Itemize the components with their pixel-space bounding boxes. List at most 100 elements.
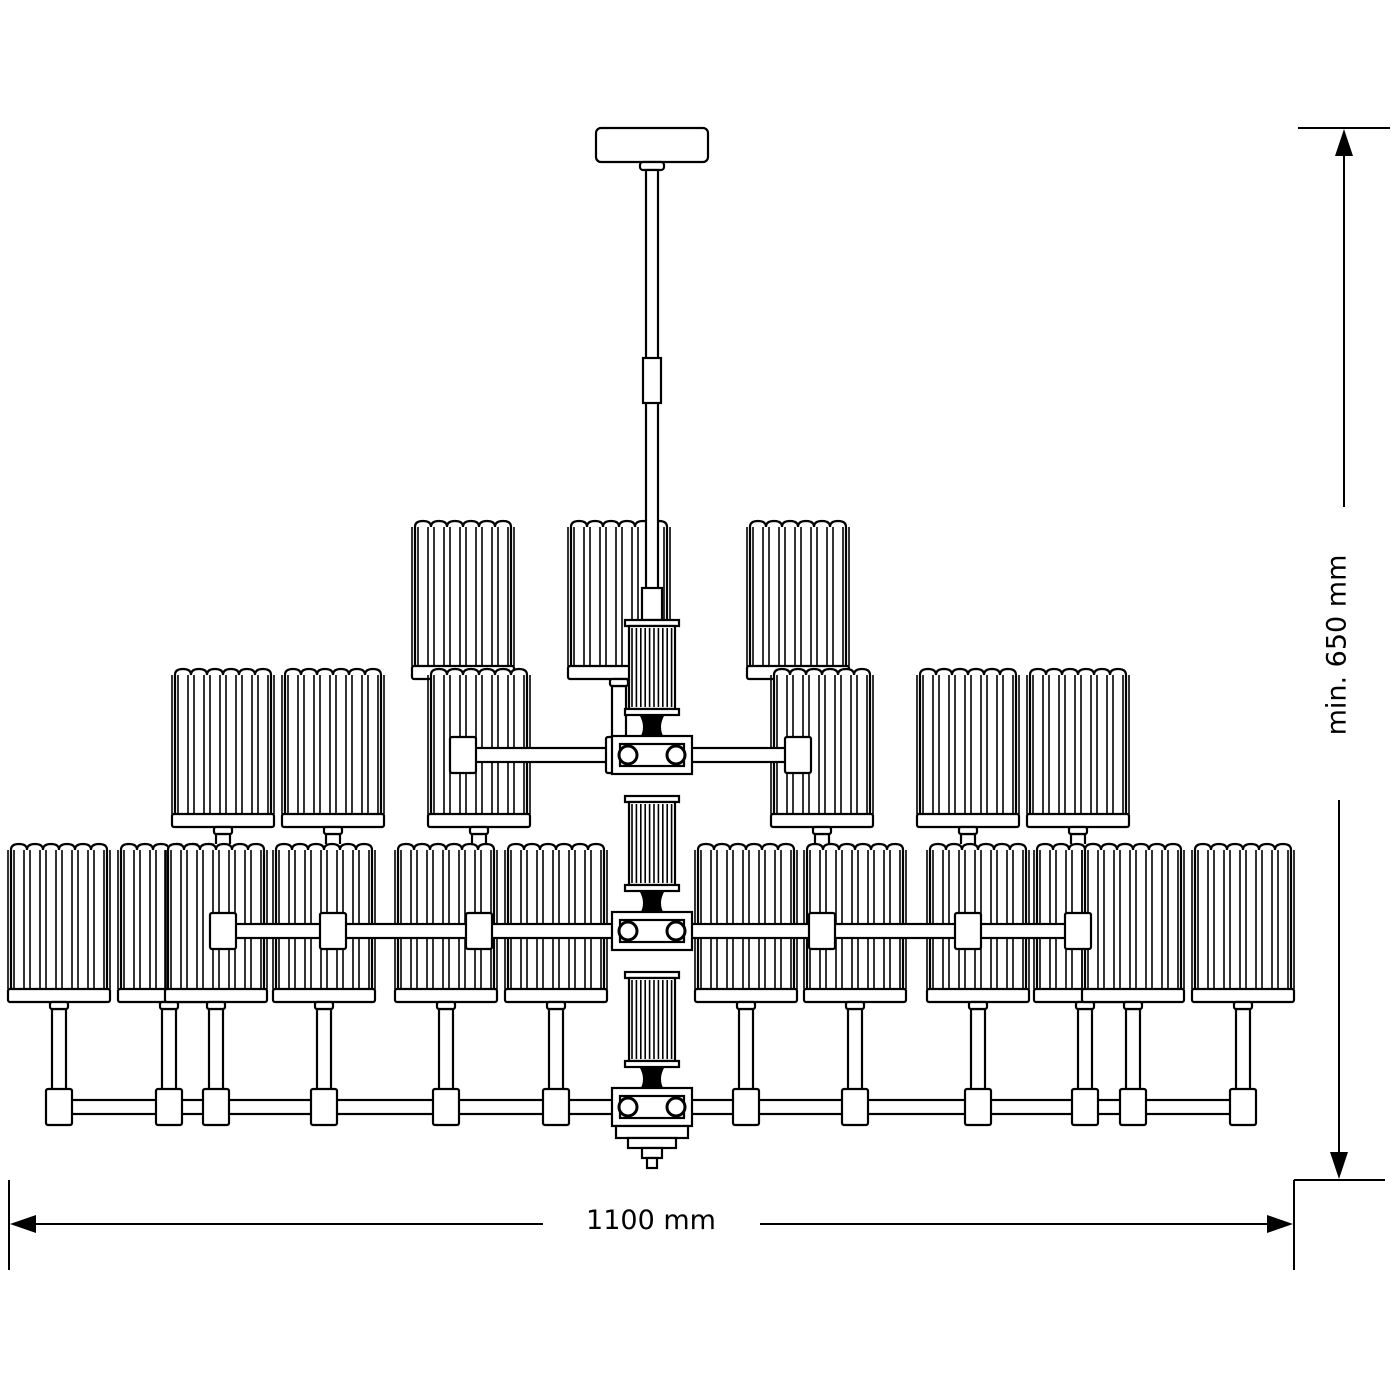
shade-base [925,987,1031,1004]
shade-base [503,987,609,1004]
arm-joint [783,735,813,775]
candle-cup [322,825,344,836]
shade-base [1190,987,1296,1004]
shade-base [693,987,799,1004]
arm-joint [208,911,238,951]
arm-socket [665,920,687,942]
candle-cup [844,1000,866,1011]
column-section [623,970,681,1092]
arm-joint [44,1087,74,1127]
lamp-shade [745,519,851,688]
arm-joint [1228,1087,1258,1127]
candle-cup [811,825,833,836]
ceiling-canopy [594,126,710,164]
candle-cup [967,1000,989,1011]
candle-stem [315,1007,333,1097]
arm-socket [665,1096,687,1118]
candle-cup [205,1000,227,1011]
arm-joint [807,911,837,951]
arm-socket [617,744,639,766]
column-section [623,794,681,916]
candle-cup [313,1000,335,1011]
arm-joint [464,911,494,951]
shade-base [280,812,386,829]
lamp-shade [426,667,532,836]
shade-base [393,987,499,1004]
candle-stem [437,1007,455,1097]
arrowhead-left-icon [10,1215,36,1233]
shade-base [271,987,377,1004]
shade-base [170,812,276,829]
lamp-shade [1190,842,1296,1011]
lamp-shade [410,519,516,688]
candle-stem [1076,1007,1094,1097]
arm-joint [731,1087,761,1127]
candle-cup [735,1000,757,1011]
candle-stem [547,1007,565,1097]
chandelier-frame [44,126,1258,1170]
finial-neck [640,1146,664,1160]
candle-cup [545,1000,567,1011]
candle-stem [207,1007,225,1097]
candle-cup [48,1000,70,1011]
arm-joint [318,911,348,951]
lamp-shade [163,842,269,1011]
candle-cup [957,825,979,836]
candle-cup [435,1000,457,1011]
candle-cup [1067,825,1089,836]
candle-cup [468,825,490,836]
arrowhead-right-icon [1267,1215,1293,1233]
lamp-shade [503,842,609,1011]
top-hub [610,734,694,776]
arm-joint [541,1087,571,1127]
width-dimension-label: 1100 mm [543,1205,759,1236]
column-section [623,618,681,740]
shade-base [802,987,908,1004]
candle-stem [969,1007,987,1097]
lamp-shade [1025,667,1131,836]
lamp-shades [6,519,1296,1097]
shade-base [426,812,532,829]
arm-joint [963,1087,993,1127]
candle-cup [1122,1000,1144,1011]
lamp-shade [1080,842,1186,1011]
bottom-hub [610,1086,694,1128]
arm-joint [201,1087,231,1127]
arrowhead-down-icon [1330,1152,1348,1179]
lamp-shade [693,842,799,1011]
height-dimension-label: min. 650 mm [1321,548,1353,742]
shade-base [1080,987,1186,1004]
candle-cup [1232,1000,1254,1011]
arm-socket [617,920,639,942]
candle-stem [1234,1007,1252,1097]
rod-coupling [641,356,663,405]
dimension-lines [8,127,1390,1270]
candle-stem [160,1007,178,1097]
rod-end [640,586,664,622]
candle-stem [846,1007,864,1097]
candle-stem [1124,1007,1142,1097]
shade-base [915,812,1021,829]
shade-base [6,987,112,1004]
lamp-shade [280,667,386,836]
arm-joint [448,735,478,775]
candle-cup [608,677,630,688]
middle-hub [610,910,694,952]
shade-base [769,812,875,829]
finial-plate [614,1124,690,1140]
arm-socket [665,744,687,766]
candle-cup [212,825,234,836]
candle-stem [50,1007,68,1097]
canopy-cup [638,160,666,172]
lamp-shade [6,842,112,1011]
arm-joint [154,1087,184,1127]
arm-socket [617,1096,639,1118]
lamp-shade [915,667,1021,836]
arm-joint [1070,1087,1100,1127]
lamp-shade [769,667,875,836]
arm-joint [431,1087,461,1127]
shade-base [1025,812,1131,829]
candle-stem [737,1007,755,1097]
arm-joint [309,1087,339,1127]
